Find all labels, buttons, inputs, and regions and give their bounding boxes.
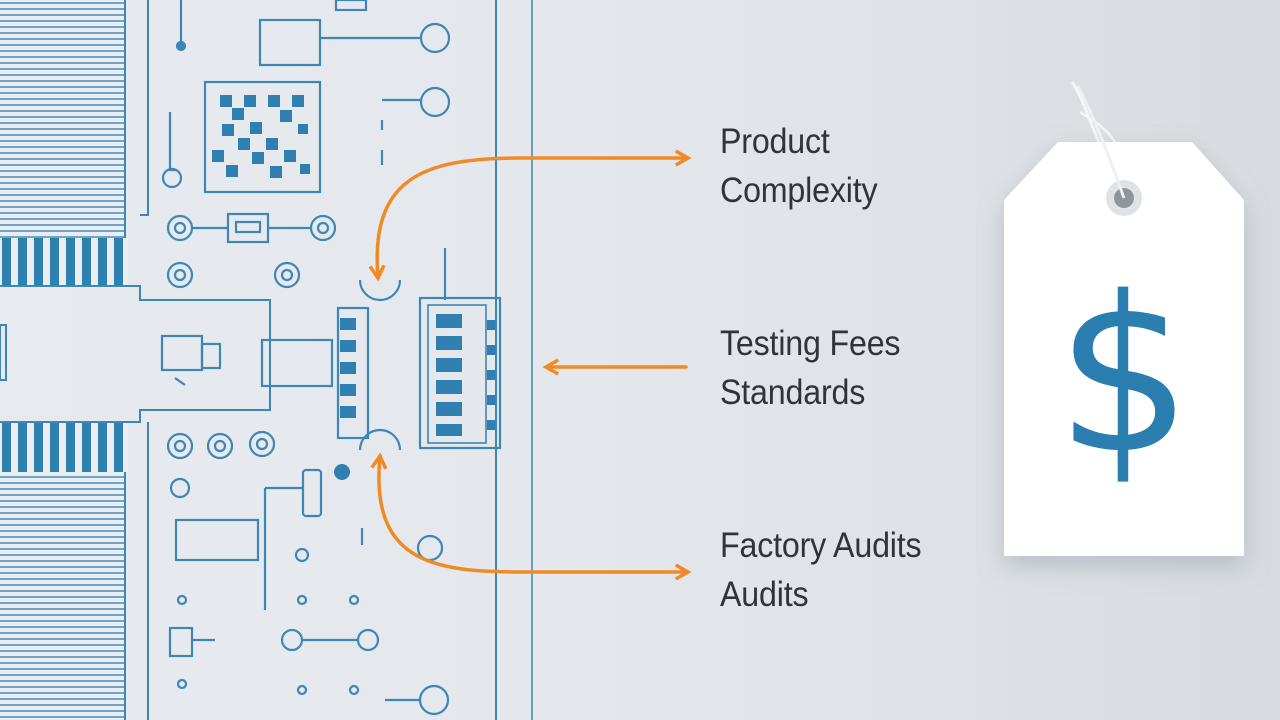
label-product-line1: Product (720, 122, 830, 161)
arrow-to-factory-audits (370, 452, 692, 581)
dollar-icon: $ (1004, 255, 1244, 495)
label-testing-line1: Testing Fees (720, 324, 901, 363)
label-factory-line2: Audits (720, 575, 809, 614)
label-testing-line2: Standards (720, 373, 866, 412)
arrow-to-product-complexity (368, 149, 692, 282)
label-factory-line1: Factory Audits (720, 526, 922, 565)
label-testing-fees: Testing Fees Standards (720, 319, 901, 417)
label-factory-audits: Factory Audits Audits (720, 521, 922, 619)
price-tag-icon (1004, 81, 1244, 556)
label-product-complexity: Product Complexity (720, 117, 878, 215)
dollar-symbol: $ (1055, 249, 1193, 501)
label-product-line2: Complexity (720, 171, 878, 210)
